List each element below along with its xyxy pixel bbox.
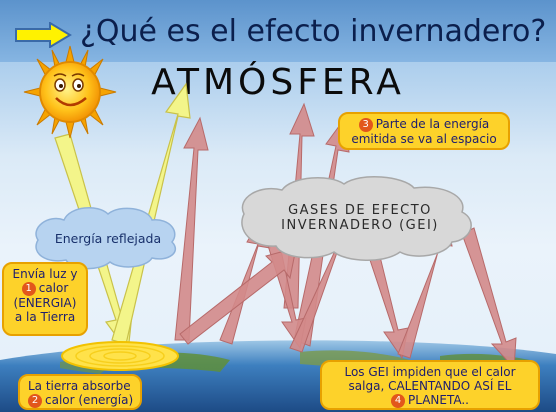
step4-line2: salga, CALENTANDO ASÍ EL (348, 379, 512, 393)
step3-number-badge: 3 (358, 117, 373, 132)
ghg-label-line1: GASES DE EFECTO (288, 203, 432, 218)
step4-line1: Los GEI impiden que el calor (344, 365, 516, 379)
step1-line1: Envía luz y (12, 267, 78, 281)
ghg-label-line2: INVERNADERO (GEI) (281, 218, 439, 233)
step1-line3: (ENERGIA) (13, 295, 77, 310)
step3-line2: emitida se va al espacio (351, 131, 497, 146)
step2-number-badge: 2 (28, 393, 42, 408)
step3-line1: Parte de la energía (375, 117, 490, 131)
heat-arrow-to-space (174, 116, 209, 341)
step2-line1: La tierra absorbe (28, 379, 131, 393)
title-bar: ¿Qué es el efecto invernadero? (0, 0, 556, 62)
step4-note: Los GEI impiden que el calor salga, CALE… (320, 360, 540, 410)
atmosphere-label: ATMÓSFERA (151, 62, 405, 103)
heat-arrow-horizontal (179, 247, 297, 345)
step4-line3: PLANETA.. (408, 393, 469, 407)
step1-number-badge: 1 (21, 281, 36, 296)
step4-number-badge: 4 (391, 393, 405, 408)
ghg-label: GASES DE EFECTO INVERNADERO (GEI) (270, 203, 450, 233)
sun-icon (23, 45, 117, 139)
slide-title: ¿Qué es el efecto invernadero? (80, 14, 547, 49)
right-arrow-icon (15, 22, 72, 48)
absorption-glow (61, 341, 179, 371)
step2-line2: calor (energía) (45, 393, 134, 407)
ghg-cloud (241, 176, 472, 261)
heat-arrows (174, 102, 517, 370)
step1-line4: a la Tierra (14, 309, 76, 324)
reflected-light-arrow (111, 82, 191, 345)
heat-arrow-down-far-right (461, 227, 517, 370)
reflected-energy-label: Energía reflejada (54, 231, 162, 246)
step1-line2: calor (38, 281, 69, 295)
